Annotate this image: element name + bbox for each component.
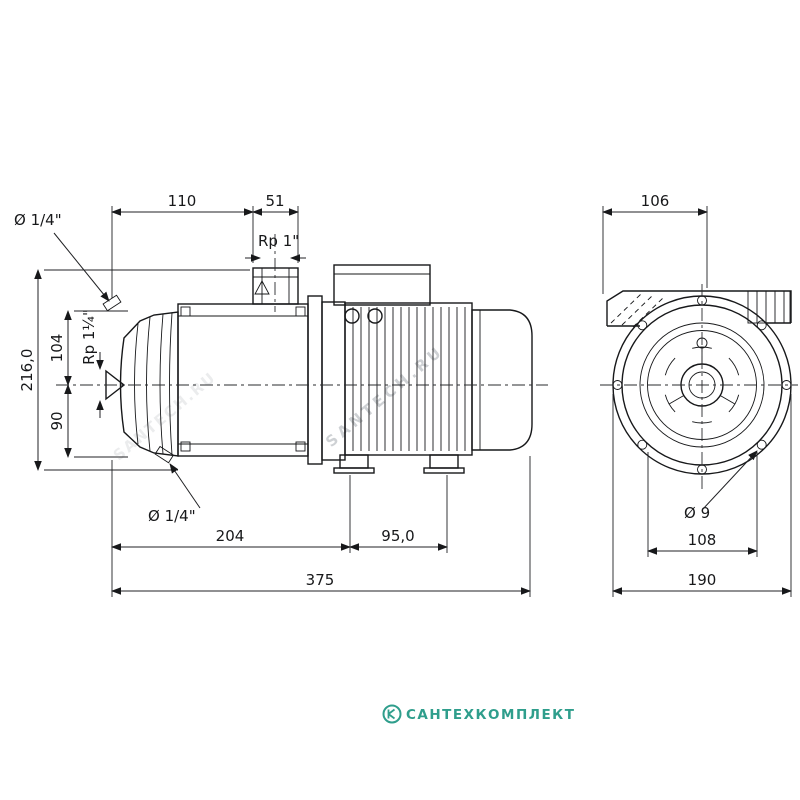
bolt-hole [756,320,767,331]
front-view-dimensions: 106 Ø 9 108 190 [602,192,792,597]
dim-51: 51 [265,192,284,210]
warning-triangle-icon [254,280,270,295]
dim-104: 104 [48,334,66,363]
terminal-box-top [606,290,792,328]
motor-fins [352,307,466,451]
mounting-feet [333,454,465,474]
terminal-box [333,264,431,306]
dim-190: 190 [688,571,717,589]
footer-brand-text: САНТЕХКОМПЛЕКТ [406,707,575,723]
dim-106: 106 [641,192,670,210]
dim-rp1: Rp 1" [258,232,299,250]
motor-body [333,264,473,456]
dim-204: 204 [216,527,245,545]
dim-375: 375 [306,571,335,589]
side-view-dimensions: 110 51 Rp 1" Ø 1/4" 216,0 104 Rp 1¼" 90 … [14,192,531,597]
dim-110: 110 [168,192,197,210]
bolt-hole [637,320,648,331]
dim-rp114: Rp 1¼" [80,309,98,365]
bolt-hole [637,439,648,450]
dim-90: 90 [48,411,66,430]
side-view [56,234,548,474]
santehkomplekt-logo-icon [382,704,402,724]
dim-dia9: Ø 9 [684,504,710,522]
dim-vent-plug: Ø 1/4" [14,211,62,229]
dim-drain-plug: Ø 1/4" [148,507,196,525]
bolt-hole [781,380,792,390]
cable-gland [344,308,360,324]
dim-108: 108 [688,531,717,549]
front-view [600,284,798,490]
bolt-hole [756,439,767,450]
dim-216: 216,0 [18,349,36,392]
vent-plug [102,294,122,312]
impeller-pattern [664,346,740,424]
footer-brand: САНТЕХКОМПЛЕКТ [382,704,575,724]
dim-95: 95,0 [381,527,414,545]
discharge-port [252,267,299,305]
cable-gland [367,308,383,324]
drain-plug [154,445,175,464]
fan-cover [471,309,533,451]
